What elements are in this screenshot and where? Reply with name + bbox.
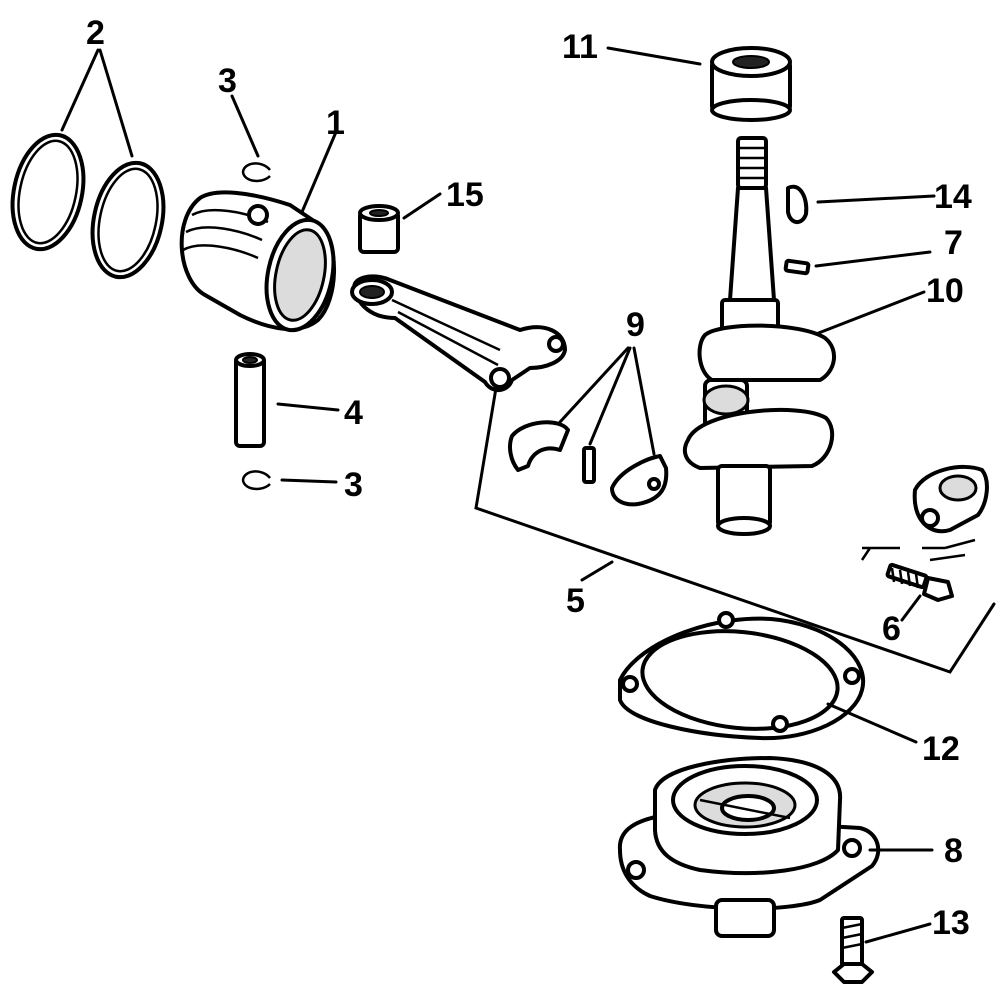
woodruff-key [786, 184, 809, 224]
callout-7: 7 [944, 224, 963, 262]
rod-bearing-halves [508, 420, 669, 507]
callout-14: 14 [934, 178, 972, 216]
piston-pin [234, 352, 266, 448]
crankshaft-top-spacer [710, 46, 792, 122]
crankshaft [682, 136, 836, 536]
callout-13: 13 [932, 904, 970, 942]
callout-3-top: 3 [218, 62, 237, 100]
leader-lines [60, 46, 936, 944]
callout-15: 15 [446, 176, 484, 214]
callout-labels: 2 3 1 15 4 3 11 14 7 10 9 5 6 12 8 13 [86, 14, 972, 942]
lower-bearing-housing [617, 756, 881, 938]
piston-rings [10, 132, 166, 280]
connecting-rod-cap [860, 465, 989, 562]
callout-11: 11 [562, 28, 598, 66]
callout-2: 2 [86, 14, 105, 52]
callout-10: 10 [926, 272, 964, 310]
piston [179, 190, 337, 333]
housing-bolt [832, 916, 874, 984]
piston-pin-clip-top [241, 162, 271, 183]
callout-3-bottom: 3 [344, 466, 363, 504]
small-key [783, 258, 811, 276]
rod-cap-screw [885, 562, 954, 602]
callout-12: 12 [922, 730, 960, 768]
gasket [618, 611, 866, 741]
needle-bearing [358, 204, 400, 254]
callout-8: 8 [944, 832, 963, 870]
callout-5: 5 [566, 582, 585, 620]
rod-assembly-bracket [474, 386, 996, 674]
callout-9: 9 [626, 306, 645, 344]
callout-6: 6 [882, 610, 901, 648]
callout-4: 4 [344, 394, 363, 432]
piston-pin-clip-bottom [241, 470, 271, 491]
connecting-rod [350, 274, 567, 392]
callout-1: 1 [326, 104, 345, 142]
